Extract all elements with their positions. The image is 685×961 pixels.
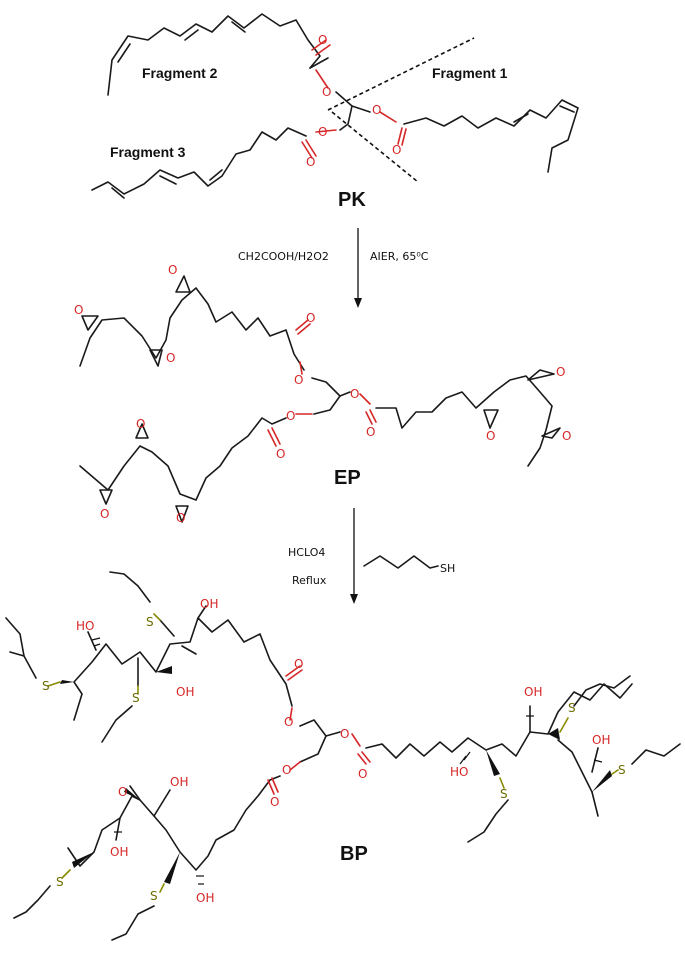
atom-o: O <box>358 767 367 781</box>
atom-oh: OH <box>176 685 194 699</box>
atom-o: O <box>306 155 315 169</box>
atom-o: O <box>270 795 279 809</box>
atom-oh: OH <box>110 845 128 859</box>
fragment-3-label: Fragment 3 <box>110 144 186 160</box>
atom-oh: OH <box>170 775 188 789</box>
step2-reagent-top: HCLO4 <box>288 546 325 559</box>
atom-o: O <box>168 263 177 277</box>
atom-o: O <box>372 103 381 117</box>
bp-label: BP <box>340 843 368 865</box>
atom-o: O <box>282 763 291 777</box>
atom-o: O <box>176 511 185 525</box>
ep-structure: O O O O O O O O O O O O O O O <box>74 263 571 525</box>
atom-s: S <box>500 787 508 801</box>
atom-o: O <box>318 33 327 47</box>
atom-o: O <box>166 351 175 365</box>
step2-reagent-bottom: Reflux <box>292 574 327 587</box>
atom-oh: OH <box>592 733 610 747</box>
step1-reagent-right: AIER, 65⁰C <box>370 250 429 263</box>
atom-s: S <box>618 763 626 777</box>
atom-oh: OH <box>524 685 542 699</box>
atom-o: O <box>284 715 293 729</box>
pk-label: PK <box>338 189 366 211</box>
atom-o: O <box>118 785 127 799</box>
atom-o: O <box>306 311 315 325</box>
atom-o: O <box>136 417 145 431</box>
atom-o: O <box>100 507 109 521</box>
atom-o: O <box>294 373 303 387</box>
atom-o: O <box>318 125 327 139</box>
atom-o: O <box>286 409 295 423</box>
atom-s: S <box>568 701 576 715</box>
atom-oh: OH <box>196 891 214 905</box>
atom-o: O <box>556 365 565 379</box>
reaction-arrow-1: CH2COOH/H2O2 AIER, 65⁰C <box>238 228 429 308</box>
step1-reagent-left: CH2COOH/H2O2 <box>238 250 329 263</box>
atom-s: S <box>132 691 140 705</box>
atom-ho: HO <box>76 619 94 633</box>
atom-s: S <box>42 679 50 693</box>
fragment-2-label: Fragment 2 <box>142 65 218 81</box>
thiol-sh-label: SH <box>440 562 455 575</box>
atom-o: O <box>562 429 571 443</box>
pk-structure: O O O O O O <box>91 13 579 199</box>
fragment-1-label: Fragment 1 <box>432 65 508 81</box>
atom-o: O <box>350 387 359 401</box>
atom-o: O <box>294 657 303 671</box>
atom-oh: OH <box>200 597 218 611</box>
atom-o: O <box>486 429 495 443</box>
atom-s: S <box>146 615 154 629</box>
atom-s: S <box>150 889 158 903</box>
atom-o: O <box>340 727 349 741</box>
reaction-arrow-2: HCLO4 Reflux SH <box>288 508 455 604</box>
atom-o: O <box>366 425 375 439</box>
atom-o: O <box>392 143 401 157</box>
atom-o: O <box>322 85 331 99</box>
atom-o: O <box>74 303 83 317</box>
bp-structure: S HO S OH S OH O O O O O O HO S OH S OH … <box>5 571 681 941</box>
ep-label: EP <box>334 467 361 489</box>
atom-ho: HO <box>450 765 468 779</box>
atom-s: S <box>56 875 64 889</box>
atom-o: O <box>276 447 285 461</box>
